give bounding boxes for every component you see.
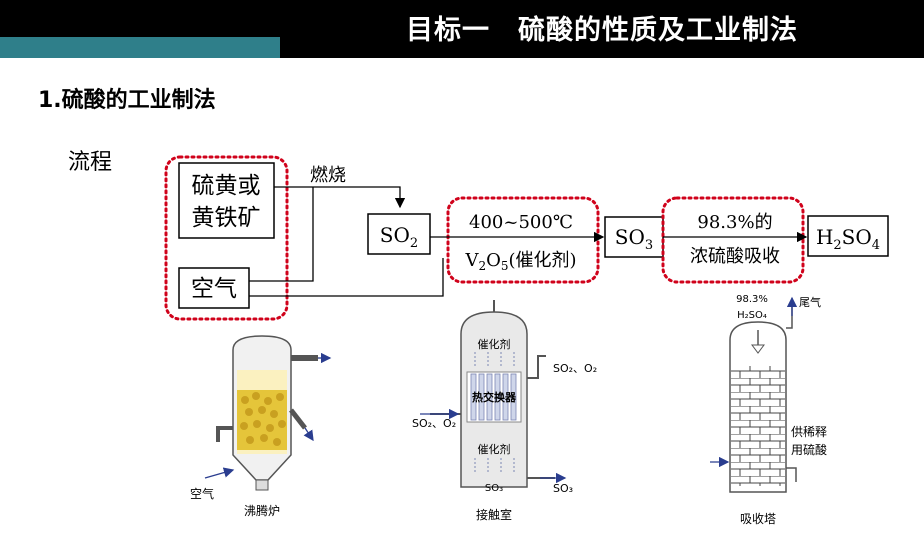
so3-label: SO3 <box>615 225 653 253</box>
page-title: 目标一 硫酸的性质及工业制法 <box>406 15 798 46</box>
condition-absorb-1: 98.3%的 <box>697 212 772 233</box>
header-accent-bar <box>0 37 280 58</box>
highlight-raw <box>164 155 289 321</box>
connector-raw <box>274 186 406 209</box>
burn-label: 燃烧 <box>310 165 346 186</box>
condition-catalyst: V2O5(催化剂) <box>464 250 576 273</box>
flow-label: 流程 <box>68 150 113 175</box>
section-title: 1.硫酸的工业制法 <box>38 88 216 113</box>
raw-material-line-1: 硫黄或 <box>192 173 261 199</box>
contact-catalyst-bottom: 催化剂 <box>478 442 511 456</box>
absorber-name: 吸收塔 <box>740 512 776 526</box>
absorber-top-label-1: 98.3% <box>736 294 768 305</box>
contact-catalyst-top: 催化剂 <box>478 337 511 351</box>
raw-material-box <box>178 162 275 239</box>
condition-temperature: 400~500℃ <box>469 212 573 233</box>
connector-air-1 <box>249 187 314 282</box>
furnace <box>204 335 332 491</box>
highlight-condition-1 <box>446 196 600 284</box>
raw-material-line-2: 黄铁矿 <box>192 205 261 231</box>
contact-in-gas: SO₂、O₂ <box>412 417 456 430</box>
absorber-tower <box>710 296 798 493</box>
absorber-side-label-1: 供稀释 <box>791 425 827 439</box>
contact-name: 接触室 <box>476 507 512 522</box>
contact-so3-out: SO₃ <box>553 482 573 495</box>
absorber-top-label-2: H₂SO₄ <box>737 310 767 321</box>
so2-label: SO2 <box>380 223 418 251</box>
air-box <box>178 267 250 309</box>
furnace-name: 沸腾炉 <box>244 503 280 518</box>
contact-out-gas: SO₂、O₂ <box>553 362 597 375</box>
absorber-tail-gas: 尾气 <box>799 295 821 309</box>
contact-chamber <box>420 300 567 488</box>
absorber-side-label-2: 用硫酸 <box>791 442 827 457</box>
furnace-air-label: 空气 <box>190 486 214 501</box>
h2so4-label: H2SO4 <box>816 225 880 253</box>
highlight-condition-2 <box>661 196 805 284</box>
so3-box <box>604 216 664 258</box>
contact-heat-exchanger: 热交换器 <box>472 390 517 404</box>
contact-so3-inside: SO₃ <box>485 483 503 494</box>
condition-absorb-2: 浓硫酸吸收 <box>690 246 780 267</box>
so2-box <box>367 213 431 255</box>
air-label: 空气 <box>191 276 237 302</box>
h2so4-box <box>807 215 889 257</box>
connector-air-2 <box>249 258 444 297</box>
